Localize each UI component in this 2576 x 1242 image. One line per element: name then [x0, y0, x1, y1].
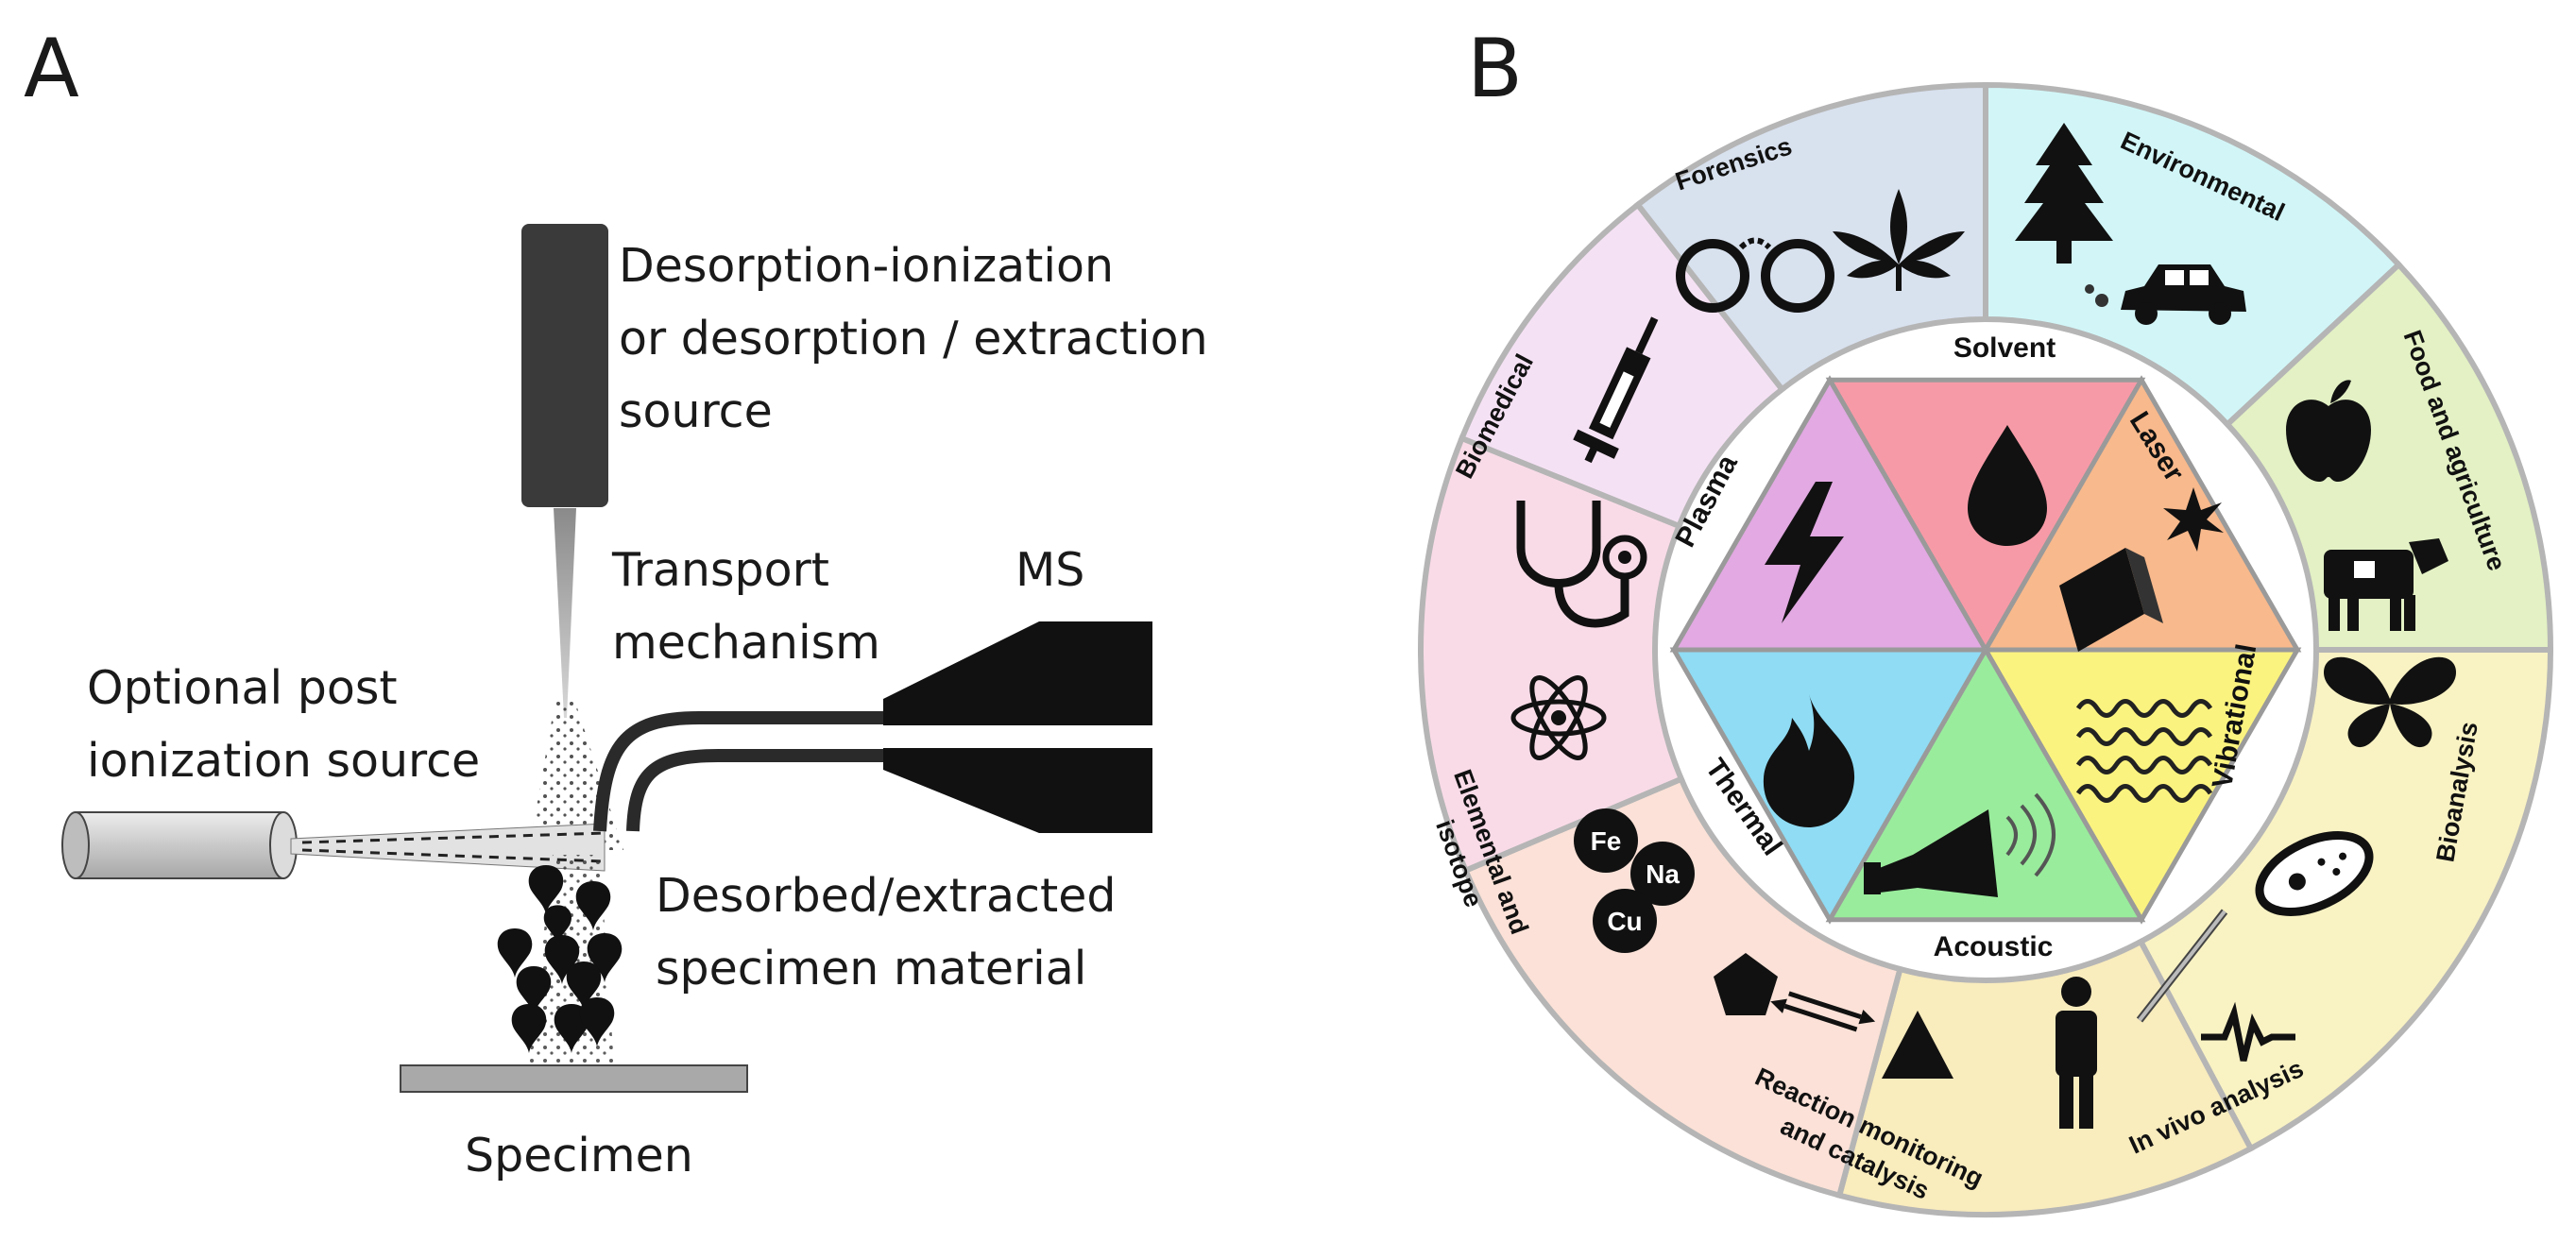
- cell-icon: [2255, 831, 2374, 916]
- syringe-icon: [1573, 316, 1659, 464]
- mass-spectrometer: [883, 621, 1152, 833]
- transport-tube-lower: [626, 749, 897, 832]
- apple-icon: [2286, 380, 2371, 482]
- butterfly-icon: [2324, 656, 2456, 748]
- specimen-droplets: [497, 855, 623, 1065]
- outer-sector-forensics: [1633, 81, 1988, 394]
- flame-icon: [1763, 694, 1855, 827]
- droplet-icon: [1968, 425, 2047, 546]
- specimen-plate: [400, 1064, 748, 1093]
- triangle-icon: [1882, 1011, 1953, 1079]
- element-cu: Cu: [1607, 907, 1642, 936]
- leaf-icon: [1833, 189, 1965, 291]
- outer-sector-reaction-monitoring: [1461, 774, 1904, 1199]
- outer-sector-elemental-and: [1418, 434, 1685, 875]
- desorption-source: [521, 224, 608, 507]
- probe-icon: [2136, 909, 2228, 1023]
- outer-sector-environmental: [1983, 81, 2403, 429]
- wave-icon: [2075, 699, 2213, 803]
- outer-sector-bioanalysis: [2137, 647, 2554, 1153]
- material-label: Desorbed/extracted specimen material: [656, 869, 1131, 995]
- handcuffs-icon: [1676, 237, 1834, 313]
- panel-b-letter: B: [1467, 22, 1523, 116]
- laser-icon: [2059, 487, 2224, 652]
- post-ionization-label: Optional post ionization source: [87, 661, 480, 788]
- panel-b: B SolventLaserVibrationalAcousticThermal…: [1418, 22, 2554, 1217]
- megaphone-icon: [1864, 792, 2056, 897]
- inner-label-acoustic: Acoustic: [1934, 931, 2054, 962]
- lightning-icon: [1765, 482, 1844, 623]
- atom-icon: [1510, 675, 1607, 760]
- source-beam: [554, 508, 576, 718]
- car-icon: [2085, 264, 2246, 325]
- pulse-icon: [2201, 1001, 2295, 1062]
- ms-label: MS: [1015, 543, 1084, 597]
- element-spheres-icon: Fe Na Cu: [1574, 808, 1695, 953]
- arrows-icon: [1770, 991, 1876, 1032]
- pentagon-icon: [1714, 953, 1778, 1015]
- post-ionization-source: [61, 811, 298, 879]
- inner-label-solvent: Solvent: [1953, 332, 2056, 364]
- outer-sector-food-and-agriculture: [2223, 260, 2554, 653]
- element-na: Na: [1646, 859, 1680, 889]
- element-fe: Fe: [1591, 826, 1622, 856]
- inner-sector-plasma: [1669, 375, 1990, 653]
- transport-tube-upper: [593, 711, 897, 832]
- technique-application-wheel: SolventLaserVibrationalAcousticThermalPl…: [1418, 81, 2554, 1217]
- person-icon: [2056, 977, 2097, 1129]
- transport-label: Transport mechanism: [611, 543, 880, 670]
- panel-a: A: [24, 22, 1222, 1182]
- specimen-label: Specimen: [465, 1129, 693, 1182]
- stethoscope-icon: [1516, 501, 1647, 628]
- tree-icon: [2015, 123, 2113, 264]
- cow-icon: [2324, 538, 2448, 631]
- panel-a-letter: A: [24, 22, 79, 116]
- source-label: Desorption-ionization or desorption / ex…: [619, 239, 1222, 438]
